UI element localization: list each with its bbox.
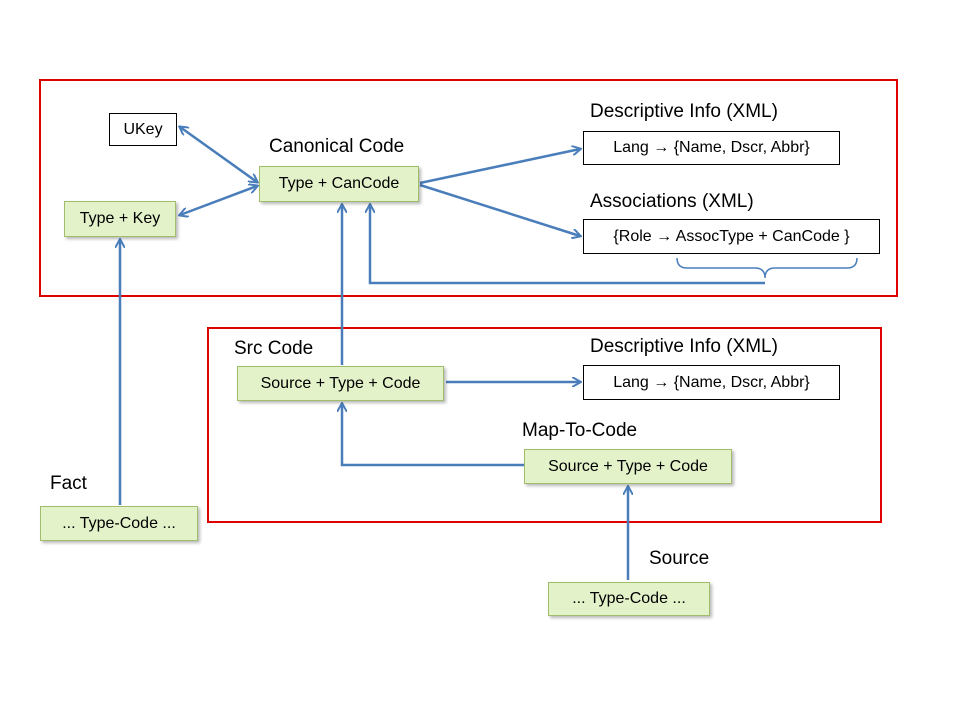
arrow-canonical-associations bbox=[419, 183, 580, 236]
descriptive-info-bottom-box: Lang → {Name, Dscr, Abbr} bbox=[583, 365, 840, 400]
arrow-typekey-canonical bbox=[180, 186, 257, 215]
type-key-box: Type + Key bbox=[64, 201, 176, 237]
ukey-box: UKey bbox=[109, 113, 177, 146]
source-box: ... Type-Code ... bbox=[548, 582, 710, 616]
arrow-canonical-descinfo bbox=[419, 149, 580, 185]
label-descriptive-info-bottom: Descriptive Info (XML) bbox=[590, 336, 778, 357]
label-map-to-code: Map-To-Code bbox=[522, 420, 638, 441]
label-associations: Associations (XML) bbox=[590, 191, 754, 212]
arrow-ukey-canonical bbox=[180, 127, 257, 182]
map-to-code-box: Source + Type + Code bbox=[524, 449, 732, 484]
fact-box: ... Type-Code ... bbox=[40, 506, 198, 541]
arrow-associations-loop bbox=[370, 205, 765, 285]
src-code-box: Source + Type + Code bbox=[237, 366, 444, 401]
label-src-code: Src Code bbox=[234, 338, 314, 359]
descriptive-info-top-box: Lang → {Name, Dscr, Abbr} bbox=[583, 131, 840, 165]
associations-box: {Role → AssocType + CanCode } bbox=[583, 219, 880, 254]
source-group-frame bbox=[207, 327, 882, 523]
arrow-maptocode-srccode bbox=[342, 404, 524, 467]
label-source: Source bbox=[649, 548, 710, 569]
label-descriptive-info-top: Descriptive Info (XML) bbox=[590, 101, 778, 122]
canonical-code-box: Type + CanCode bbox=[259, 166, 419, 202]
associations-brace bbox=[676, 257, 858, 279]
label-fact: Fact bbox=[50, 473, 87, 494]
canonical-group-frame bbox=[39, 79, 898, 297]
label-canonical-code: Canonical Code bbox=[269, 136, 405, 157]
